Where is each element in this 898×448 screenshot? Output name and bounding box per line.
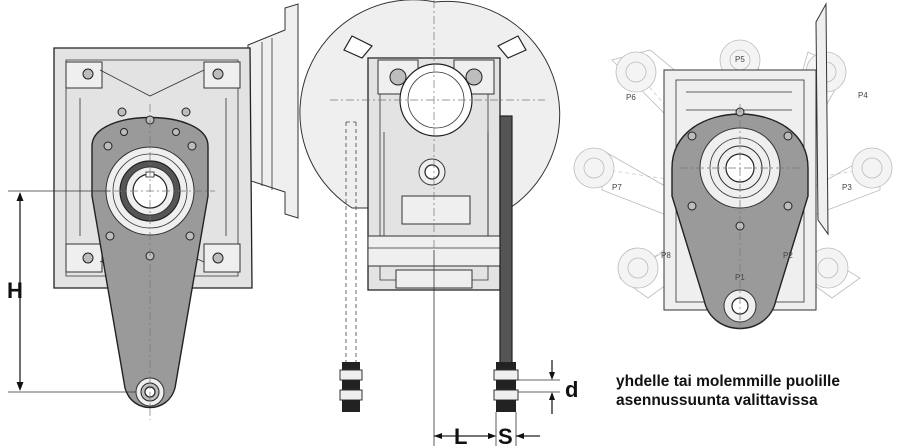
caption: yhdelle tai molemmille puolille asennuss… <box>616 372 840 410</box>
side-view <box>299 0 561 446</box>
position-p4-label: P4 <box>858 91 868 100</box>
dimension-h-label: H <box>7 278 23 303</box>
position-p2-label: P2 <box>783 251 793 260</box>
position-p5-label: P5 <box>735 55 745 64</box>
position-p6-label: P6 <box>626 93 636 102</box>
front-view <box>8 3 299 420</box>
positions-view <box>573 2 893 330</box>
dimension-s-label: S <box>498 424 513 448</box>
position-p1-label: P1 <box>735 273 745 282</box>
position-p3-label: P3 <box>842 183 852 192</box>
caption-line-1: yhdelle tai molemmille puolille <box>616 373 840 390</box>
caption-line-2: asennussuunta valittavissa <box>616 392 818 409</box>
dimension-d-label: d <box>565 377 578 402</box>
position-p7-label: P7 <box>612 183 622 192</box>
dimension-l-label: L <box>454 424 467 448</box>
position-p8-label: P8 <box>661 251 671 260</box>
